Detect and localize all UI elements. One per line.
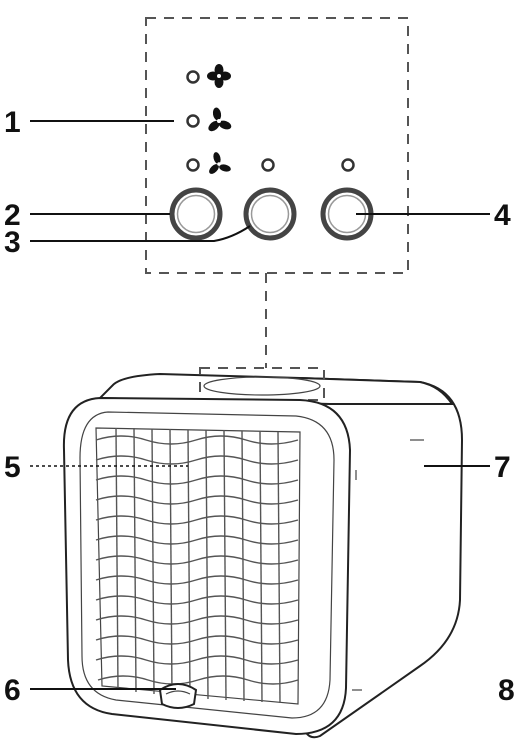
callout-4-label: 4 (494, 199, 511, 232)
callout-6-label: 6 (4, 674, 21, 707)
callout-7-label: 7 (494, 451, 511, 484)
callout-3-leader (30, 225, 251, 242)
top-control-outline (203, 376, 321, 396)
fan-medium-icon (208, 107, 232, 132)
callout-8-label: 8 (498, 674, 515, 707)
fan-high-icon (207, 64, 231, 88)
callouts: 1 2 3 4 5 6 7 8 (4, 106, 515, 707)
indicator-light-high (186, 70, 200, 84)
top-surface (97, 372, 454, 405)
middle-button (243, 187, 297, 241)
front-tab (158, 683, 198, 709)
indicator-light-low (186, 158, 200, 172)
grille-vertical-slats (115, 427, 281, 704)
control-panel-detail (145, 17, 409, 368)
air-cooler-device (62, 367, 464, 739)
front-grille (95, 427, 301, 705)
indicator-light-middle (261, 158, 275, 172)
fan-low-icon (209, 152, 231, 174)
callout-5-label: 5 (4, 451, 21, 484)
callout-3-label: 3 (4, 226, 21, 259)
callout-2-label: 2 (4, 199, 21, 232)
callout-1-label: 1 (4, 106, 21, 139)
fan-speed-button (169, 187, 223, 241)
grille-wavy-slats (95, 435, 299, 685)
indicator-light-right (341, 158, 355, 172)
detail-frame (145, 17, 409, 274)
front-inner-frame (79, 411, 335, 719)
indicator-light-medium (186, 114, 200, 128)
